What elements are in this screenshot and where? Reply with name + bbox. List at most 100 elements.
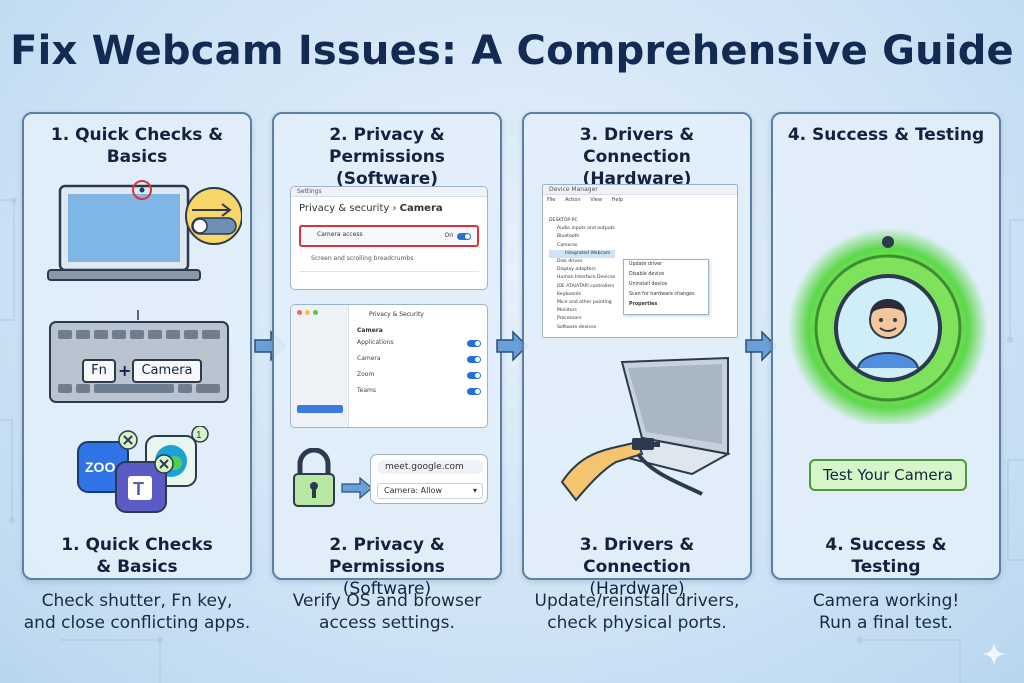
context-uninstall-device[interactable]: Uninstall device: [629, 282, 668, 287]
step-1-footer: 1. Quick Checks & Basics: [24, 534, 250, 578]
windows-settings-window: Settings Privacy & security › Camera Cam…: [290, 186, 488, 290]
mac-row-3-label: Zoom: [357, 371, 375, 378]
tree-item[interactable]: Display adapters: [557, 267, 596, 273]
step-1-caption: Check shutter, Fn key, and close conflic…: [12, 590, 262, 634]
menu-file[interactable]: File: [547, 197, 556, 203]
fn-key: Fn: [82, 359, 116, 383]
step-2-footer: 2. Privacy & Permissions (Software): [274, 534, 500, 600]
tree-item[interactable]: Monitors: [557, 308, 577, 314]
step-3-footer-line1: 3. Drivers & Connection: [579, 535, 695, 577]
menu-action[interactable]: Action: [564, 197, 581, 203]
page-title: Fix Webcam Issues: A Comprehensive Guide: [10, 28, 1014, 74]
settings-title-bar: Settings: [291, 187, 487, 197]
tree-item[interactable]: Audio inputs and outputs: [557, 226, 615, 232]
mac-section: Camera: [357, 327, 383, 334]
device-tree: DESKTOP-PC Audio inputs and outputs Blue…: [549, 217, 616, 332]
mac-row-3[interactable]: Zoom: [357, 369, 481, 381]
laptop-shutter-illustration: [47, 180, 242, 281]
camera-key: Camera: [132, 359, 202, 383]
tree-item[interactable]: Mice and other pointing: [557, 300, 612, 306]
step-3-caption: Update/reinstall drivers, check physical…: [512, 590, 762, 634]
chevron-down-icon: ▾: [472, 486, 477, 495]
step-2-heading: 2. Privacy & Permissions (Software): [274, 124, 500, 190]
edge-badge-label: 1: [196, 430, 202, 441]
mac-toggle[interactable]: [467, 356, 481, 363]
mac-toggle[interactable]: [467, 372, 481, 379]
tree-item[interactable]: Human Interface Devices: [557, 275, 616, 281]
device-manager-menu: File Action View Help: [547, 197, 623, 203]
step-2-heading-line1: 2. Privacy & Permissions: [329, 125, 445, 167]
step-3-heading: 3. Drivers & Connection (Hardware): [524, 124, 750, 190]
teams-icon-label: T: [133, 479, 144, 499]
browser-url-text: meet.google.com: [385, 462, 464, 472]
tree-item[interactable]: Cameras: [557, 242, 578, 248]
context-update-driver[interactable]: Update driver: [629, 262, 663, 267]
step-3-footer: 3. Drivers & Connection (Hardware): [524, 534, 750, 600]
mac-privacy-window: Privacy & Security Camera Applications C…: [290, 304, 488, 428]
tree-root[interactable]: DESKTOP-PC: [549, 218, 578, 223]
step-1-footer-line2: & Basics: [96, 557, 178, 577]
step-2-caption-line2: access settings.: [319, 613, 455, 633]
browser-url: meet.google.com: [377, 460, 483, 474]
camera-access-row[interactable]: Camera access On: [299, 225, 479, 247]
step-2-footer-line1: 2. Privacy & Permissions: [329, 535, 445, 577]
device-manager-window: Device Manager File Action View Help DES…: [542, 184, 738, 338]
step-3-caption-line1: Update/reinstall drivers,: [534, 591, 740, 611]
step-1-caption-line1: Check shutter, Fn key,: [41, 591, 233, 611]
flow-arrow-2: [496, 330, 529, 362]
context-menu: Update driver Disable device Uninstall d…: [623, 259, 709, 315]
mac-row-1[interactable]: Applications: [357, 337, 481, 349]
tree-item[interactable]: Keyboards: [557, 291, 581, 297]
step-3-caption-line2: check physical ports.: [547, 613, 727, 633]
step-1-caption-line2: and close conflicting apps.: [23, 613, 251, 633]
step-2-footer-line2: (Software): [342, 579, 432, 599]
context-disable-device[interactable]: Disable device: [629, 272, 665, 277]
context-scan-changes[interactable]: Scan for hardware changes: [629, 292, 695, 297]
step-3-heading-line1: 3. Drivers & Connection: [579, 125, 695, 167]
mac-toggle[interactable]: [467, 340, 481, 347]
context-properties[interactable]: Properties: [629, 302, 658, 307]
step-4-footer: 4. Success & Testing: [773, 534, 999, 578]
breadcrumb-separator: ›: [392, 203, 397, 214]
settings-row-2: Screen and scrolling breadcrumbs: [311, 255, 414, 262]
camera-permission-value: Camera: Allow: [384, 486, 442, 495]
working-webcam-illustration: [788, 228, 988, 424]
test-camera-button[interactable]: Test Your Camera: [809, 459, 967, 491]
tree-item[interactable]: Bluetooth: [557, 234, 580, 240]
breadcrumb-camera: Camera: [399, 203, 443, 214]
mac-row-1-label: Applications: [357, 339, 394, 346]
step-1-footer-line1: 1. Quick Checks: [61, 535, 213, 555]
step-4-caption-line1: Camera working!: [812, 591, 960, 611]
camera-access-toggle[interactable]: [457, 233, 471, 240]
tree-item[interactable]: IDE ATA/ATAPI controllers: [557, 283, 615, 289]
step-1-heading-line1: 1. Quick Checks &: [50, 125, 224, 145]
step-4-heading-line1: 4. Success & Testing: [787, 125, 985, 145]
mac-row-4[interactable]: Teams: [357, 385, 481, 397]
sparkle-icon: [982, 642, 1006, 666]
step-2-caption: Verify OS and browser access settings.: [262, 590, 512, 634]
tree-item[interactable]: Software devices: [557, 324, 597, 330]
step-1-heading: 1. Quick Checks & Basics: [24, 124, 250, 168]
mac-sidebar: [291, 305, 349, 427]
camera-access-label: Camera access: [317, 231, 363, 238]
menu-help[interactable]: Help: [611, 197, 624, 203]
step-4-heading: 4. Success & Testing: [773, 124, 999, 146]
tree-item[interactable]: Processors: [557, 316, 582, 322]
tree-item-webcam[interactable]: Integrated Webcam: [549, 249, 616, 259]
tree-item[interactable]: Disk drives: [557, 259, 583, 265]
camera-permission-select[interactable]: Camera: Allow ▾: [377, 483, 483, 499]
step-2-caption-line1: Verify OS and browser: [292, 591, 482, 611]
device-manager-title-bar: Device Manager: [543, 185, 737, 195]
mac-row-2[interactable]: Camera: [357, 353, 481, 365]
zoom-icon-label: ZOO: [85, 459, 115, 475]
breadcrumb-privacy: Privacy & security: [299, 203, 390, 214]
step-1-panel: 1. Quick Checks & Basics Fn + Camera: [22, 112, 252, 580]
arrow-right-icon: [341, 476, 373, 500]
mac-toggle[interactable]: [467, 388, 481, 395]
flow-arrow-3: [745, 330, 778, 362]
step-2-heading-line2: (Software): [335, 169, 439, 189]
step-4-footer-line1: 4. Success &: [825, 535, 947, 555]
padlock-icon: [293, 448, 373, 507]
step-4-caption: Camera working! Run a final test.: [761, 590, 1011, 634]
menu-view[interactable]: View: [590, 197, 603, 203]
